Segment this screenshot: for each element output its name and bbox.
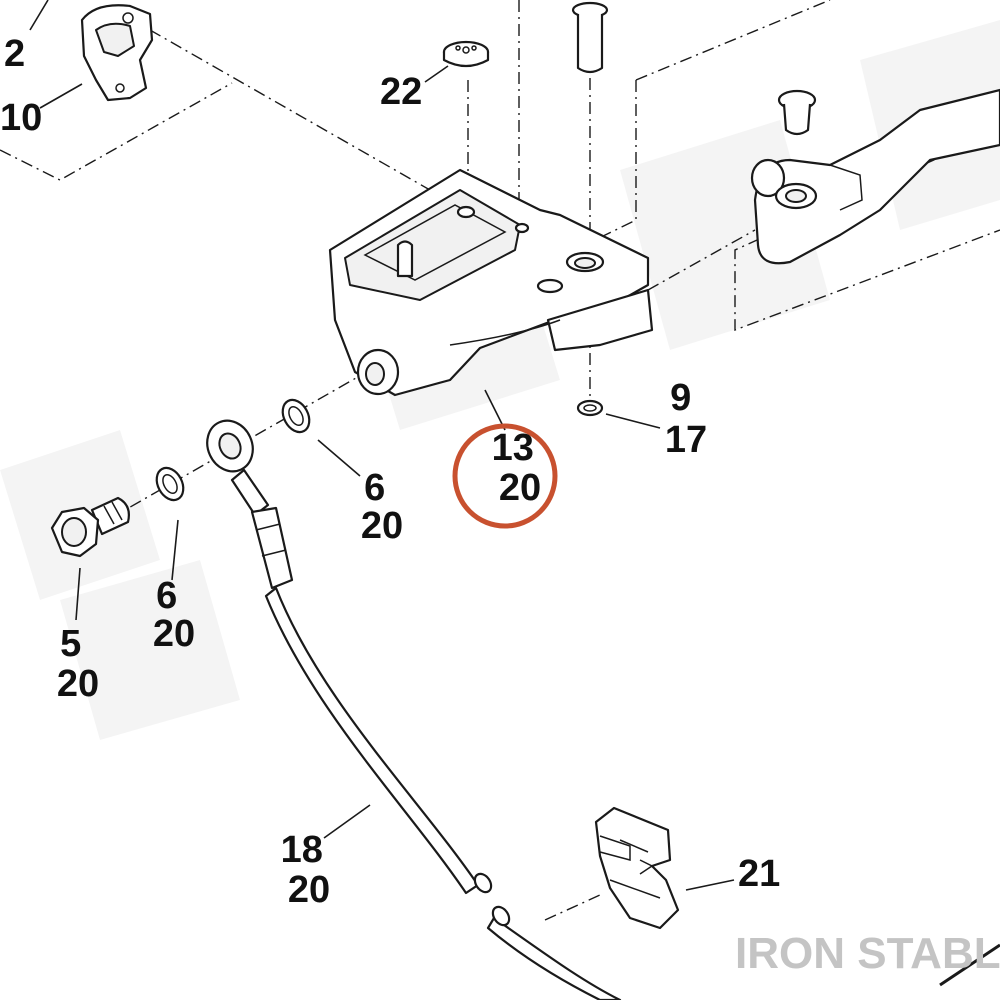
hose-clip-part xyxy=(594,806,680,930)
callout-21: 21 xyxy=(738,853,780,895)
master-cylinder-body xyxy=(328,168,654,397)
highlight-circle xyxy=(452,423,558,529)
reservoir-cap-part xyxy=(442,40,490,68)
callout-13-20: 13 20 xyxy=(492,427,545,509)
callout-10: 10 xyxy=(0,97,42,139)
brake-hose-part xyxy=(206,419,622,1000)
callout-2: 2 xyxy=(4,33,25,75)
background-watermark xyxy=(0,20,1000,740)
callout-18-20: 18 20 xyxy=(281,829,334,911)
retaining-clip-part xyxy=(576,399,604,417)
lever-part xyxy=(750,88,1000,265)
washer-lower xyxy=(155,466,185,502)
callout-22: 22 xyxy=(380,71,422,113)
clamp-part xyxy=(80,4,154,102)
callout-6-20-lower: 6 20 xyxy=(153,575,195,655)
bushing-part xyxy=(777,89,817,136)
watermark-text: IRON STABLE xyxy=(735,929,1000,978)
callout-5-20: 5 20 xyxy=(57,623,99,705)
callout-9-17: 9 17 xyxy=(665,377,707,461)
washer-upper xyxy=(281,398,311,434)
callout-leaders xyxy=(29,0,735,891)
pivot-pin-part xyxy=(571,1,609,74)
callout-labels: 2 10 22 9 17 13 20 6 20 6 20 5 20 18 20 … xyxy=(0,33,780,911)
callout-6-20-upper: 6 20 xyxy=(361,467,403,547)
banjo-bolt-part xyxy=(50,496,130,558)
